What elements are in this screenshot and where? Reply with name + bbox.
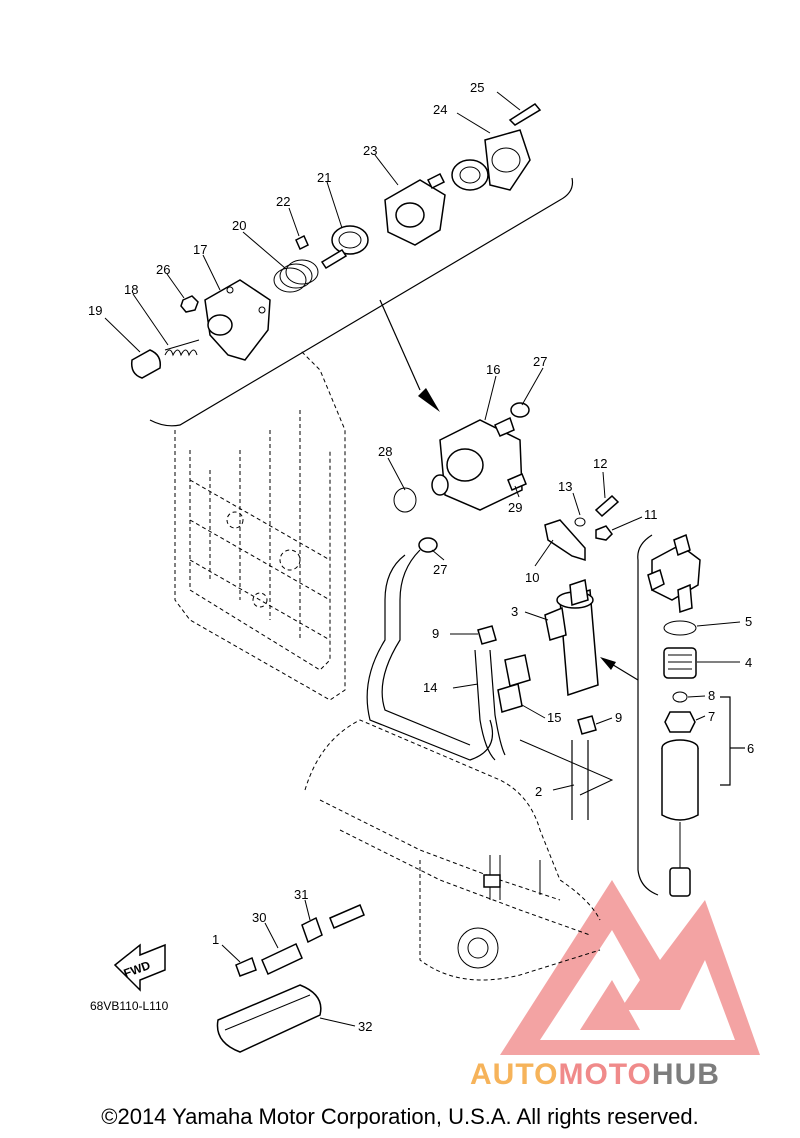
- watermark-moto: MOTO: [558, 1058, 652, 1091]
- part-3-fuel-filter: [544, 579, 599, 697]
- callout-4: 4: [745, 655, 752, 670]
- callout-1: 1: [212, 932, 219, 947]
- callout-3: 3: [511, 604, 518, 619]
- callout-5: 5: [745, 614, 752, 629]
- part-7-nut: [664, 711, 696, 733]
- fuel-pump-filter-cup: [647, 533, 701, 614]
- part-16-fuel-pump: [431, 416, 523, 511]
- assembly-bracket-upper: [149, 177, 574, 427]
- callout-6: 6: [747, 741, 754, 756]
- part-14-hose: [474, 649, 496, 761]
- part-28-o-ring: [393, 487, 417, 513]
- callout-14: 14: [423, 680, 437, 695]
- part-29-bolt: [507, 473, 527, 491]
- part-6-filter-cup: [661, 739, 699, 897]
- power-head-block: [174, 349, 346, 701]
- watermark-wordmark: AUTOMOTOHUB: [470, 1058, 720, 1092]
- callout-21: 21: [317, 170, 331, 185]
- reference-code: 68VB110-L110: [90, 999, 169, 1013]
- part-31-clamp: [301, 916, 323, 944]
- callout-16: 16: [486, 362, 500, 377]
- fuel-hose: [366, 554, 494, 761]
- part-26-nut: [180, 295, 199, 313]
- part-11-nut: [595, 525, 613, 541]
- part-13-washer: [574, 517, 586, 527]
- part-24-gasket: [451, 129, 531, 191]
- part-6-bracket: [720, 696, 731, 786]
- assembly-bracket-right: [637, 534, 659, 896]
- part-27-clip-upper: [510, 402, 530, 418]
- leader-lines: [104, 91, 741, 1027]
- callout-27-upper: 27: [533, 354, 547, 369]
- part-25-screw: [508, 103, 542, 126]
- part-20-spring: [273, 259, 319, 293]
- part-10-bracket: [544, 519, 586, 562]
- part-21-diaphragm: [320, 225, 369, 270]
- callout-20: 20: [232, 218, 246, 233]
- copyright-notice: ©2014 Yamaha Motor Corporation, U.S.A. A…: [101, 1104, 699, 1129]
- hose-stub: [329, 904, 365, 929]
- part-17-housing: [204, 279, 271, 361]
- part-2-hose: [571, 740, 589, 820]
- part-1-bolt: [235, 956, 257, 977]
- callout-10: 10: [525, 570, 539, 585]
- callout-9-upper: 9: [432, 626, 439, 641]
- connector: [504, 654, 531, 687]
- callout-9-lower: 9: [615, 710, 622, 725]
- callout-2: 2: [535, 784, 542, 799]
- part-32-cover: [216, 984, 322, 1053]
- part-9-clamp-upper: [477, 625, 497, 645]
- callout-17: 17: [193, 242, 207, 257]
- callout-15: 15: [547, 710, 561, 725]
- watermark-hub: HUB: [651, 1058, 720, 1091]
- callout-24: 24: [433, 102, 447, 117]
- callout-25: 25: [470, 80, 484, 95]
- part-18-spring: [164, 339, 200, 357]
- callout-26: 26: [156, 262, 170, 277]
- part-12-bolt: [594, 494, 620, 518]
- part-15-clip: [497, 683, 523, 713]
- callout-8: 8: [708, 688, 715, 703]
- callout-11: 11: [644, 507, 658, 522]
- part-23-cover: [384, 172, 446, 246]
- callout-7: 7: [708, 709, 715, 724]
- callout-30: 30: [252, 910, 266, 925]
- fwd-arrow: [113, 943, 166, 992]
- callout-12: 12: [593, 456, 607, 471]
- callout-27-lower: 27: [433, 562, 447, 577]
- callout-18: 18: [124, 282, 138, 297]
- callout-28: 28: [378, 444, 392, 459]
- watermark-auto: AUTO: [470, 1058, 559, 1091]
- part-27-clip-lower: [418, 537, 438, 553]
- callout-23: 23: [363, 143, 377, 158]
- watermark-logo: [500, 880, 760, 1055]
- part-5-o-ring: [663, 620, 697, 636]
- part-19-cap: [130, 349, 162, 379]
- callout-13: 13: [558, 479, 572, 494]
- assembly-arrow: [379, 299, 421, 391]
- part-8-circlip: [672, 691, 688, 703]
- callout-29: 29: [508, 500, 522, 515]
- part-4-filter-element: [663, 647, 697, 679]
- part-30-joint: [261, 942, 303, 976]
- callout-labels: 25 24 23 21 22 20 17 26 18 19 16 27 28 2…: [88, 80, 754, 1034]
- callout-22: 22: [276, 194, 290, 209]
- callout-31: 31: [294, 887, 308, 902]
- callout-32: 32: [358, 1019, 372, 1034]
- callout-19: 19: [88, 303, 102, 318]
- part-22-pin: [295, 234, 309, 251]
- part-9-clamp-lower: [577, 715, 597, 735]
- lower-unit: [304, 719, 601, 981]
